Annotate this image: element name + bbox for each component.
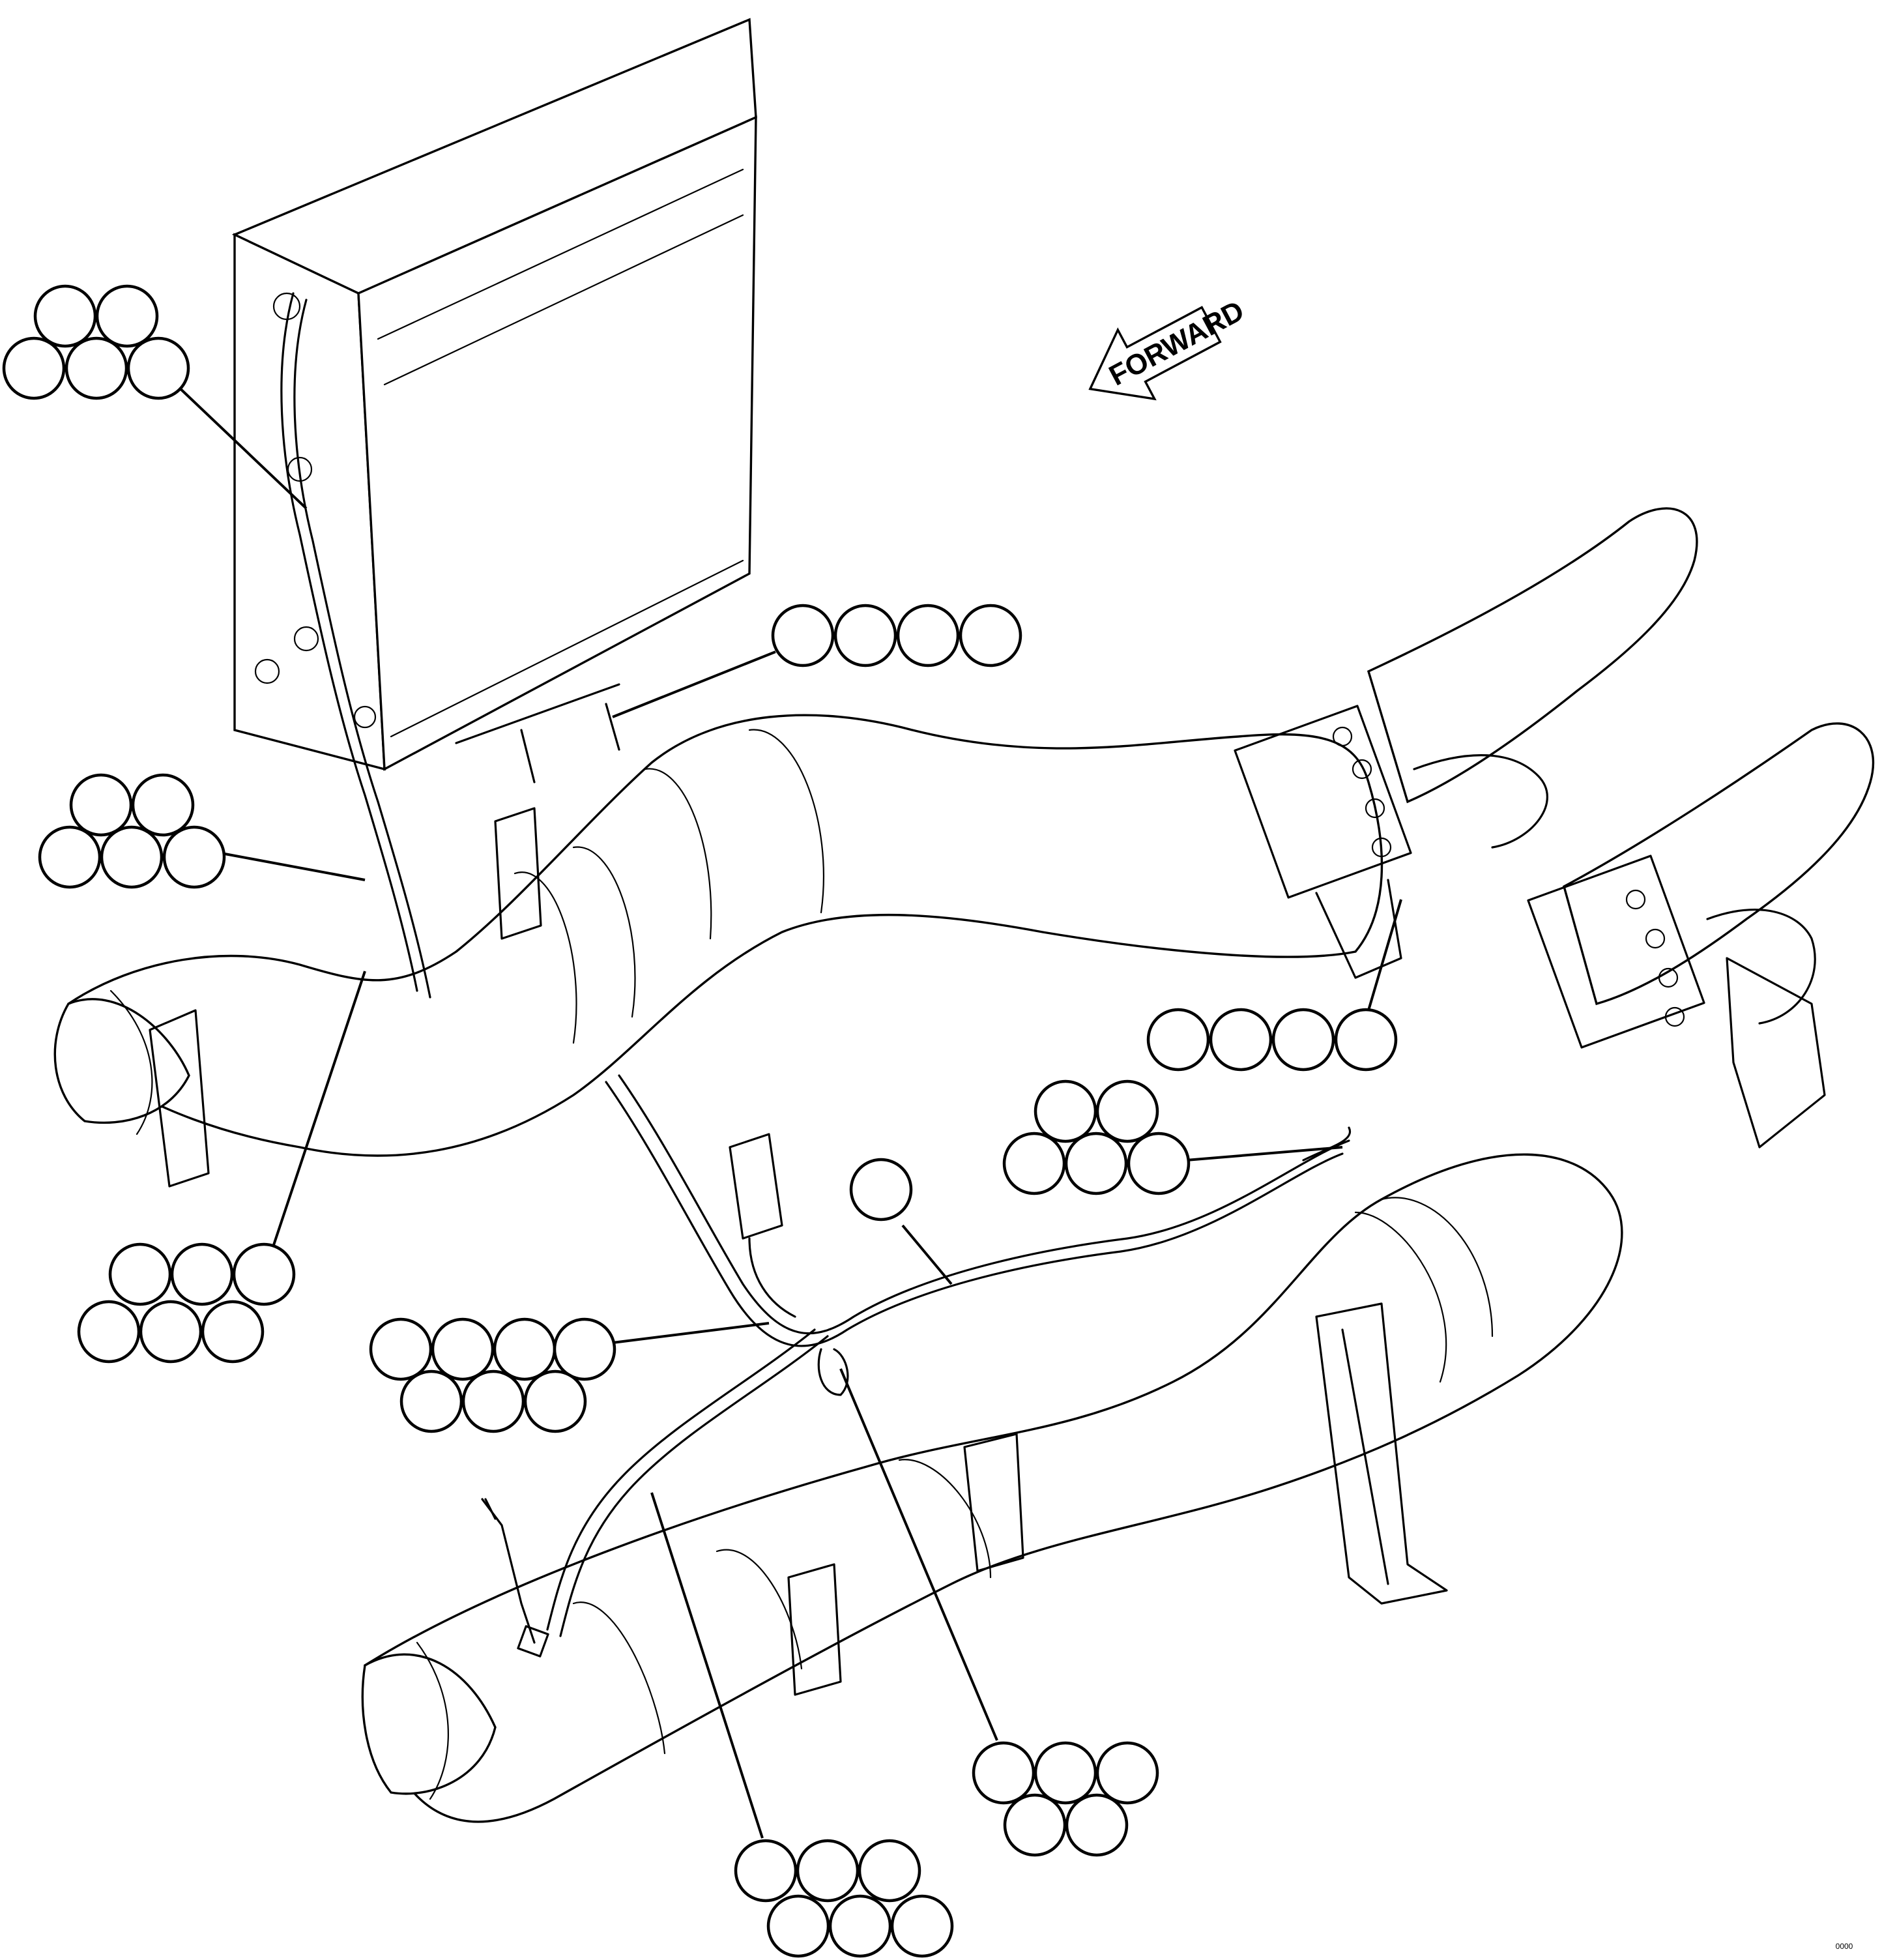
callout-group-4 bbox=[1146, 1008, 1398, 1072]
callout-balloon bbox=[431, 1317, 495, 1381]
callout-balloon bbox=[1146, 1008, 1210, 1072]
callout-balloon bbox=[734, 1839, 798, 1903]
callout-balloon bbox=[766, 1894, 830, 1958]
figure-code: 0000 bbox=[1836, 1942, 1853, 1951]
callout-balloon bbox=[890, 1894, 954, 1958]
callout-balloon bbox=[77, 1300, 141, 1364]
callout-balloon bbox=[399, 1369, 463, 1433]
callout-balloon bbox=[833, 604, 897, 667]
callout-balloon bbox=[1065, 1793, 1129, 1857]
callout-balloon bbox=[170, 1242, 234, 1306]
callout-balloon bbox=[2, 336, 66, 400]
callout-balloon bbox=[523, 1369, 587, 1433]
callout-balloon bbox=[896, 604, 960, 667]
callout-balloon bbox=[100, 825, 164, 889]
nox-sensor-assemblies bbox=[1234, 507, 1875, 1148]
callout-group-9 bbox=[972, 1741, 1159, 1857]
callout-balloon bbox=[1064, 1132, 1128, 1195]
callout-balloon bbox=[1034, 1741, 1097, 1805]
forward-arrow: FORWARD bbox=[1088, 295, 1249, 401]
callout-balloon bbox=[849, 1158, 913, 1221]
callout-balloon bbox=[139, 1300, 203, 1364]
callout-group-6 bbox=[849, 1158, 913, 1221]
exhaust-pipe-lower bbox=[361, 1153, 1623, 1823]
callout-balloon bbox=[796, 1839, 860, 1903]
callout-group-8 bbox=[369, 1317, 616, 1433]
wiring-harness bbox=[546, 1074, 1352, 1637]
callout-balloon bbox=[1334, 1008, 1398, 1072]
callout-balloon bbox=[65, 336, 128, 400]
exhaust-pipe-upper bbox=[53, 714, 1383, 1157]
callout-group-7 bbox=[77, 1242, 296, 1364]
callout-group-2 bbox=[771, 604, 1022, 667]
callout-balloon bbox=[461, 1369, 525, 1433]
callout-balloon bbox=[1095, 1079, 1159, 1143]
temperature-sensor bbox=[481, 1498, 549, 1658]
callout-balloon bbox=[162, 825, 226, 889]
callout-balloon bbox=[1002, 1132, 1066, 1195]
callout-balloon bbox=[131, 773, 195, 837]
callout-balloon bbox=[858, 1839, 921, 1903]
callout-balloon bbox=[771, 604, 835, 667]
forward-arrow-shape bbox=[1088, 306, 1222, 401]
callout-balloon bbox=[33, 284, 97, 348]
callout-balloon bbox=[1034, 1079, 1097, 1143]
callout-balloon bbox=[126, 336, 190, 400]
callout-balloon bbox=[369, 1317, 433, 1381]
callout-balloon bbox=[1127, 1132, 1191, 1195]
callout-balloon bbox=[201, 1300, 265, 1364]
callout-balloon bbox=[828, 1894, 892, 1958]
aftertreatment-box bbox=[231, 18, 757, 999]
leader-lines bbox=[175, 383, 1402, 1839]
callout-balloon bbox=[38, 825, 102, 889]
mounting-brackets bbox=[149, 807, 1448, 1696]
callout-group-1 bbox=[2, 284, 190, 400]
callout-group-3 bbox=[38, 773, 226, 889]
callout-balloon bbox=[95, 284, 159, 348]
callout-group-5 bbox=[1002, 1079, 1191, 1195]
callout-balloon bbox=[959, 604, 1022, 667]
callout-balloon bbox=[69, 773, 133, 837]
callout-balloon bbox=[1209, 1008, 1273, 1072]
callout-balloon bbox=[493, 1317, 557, 1381]
callout-group-10 bbox=[734, 1839, 954, 1958]
callout-balloon bbox=[553, 1317, 616, 1381]
callout-balloon bbox=[1271, 1008, 1335, 1072]
callout-balloon bbox=[1095, 1741, 1159, 1805]
callout-balloon bbox=[1003, 1793, 1067, 1857]
callout-balloon bbox=[972, 1741, 1035, 1805]
callout-balloon bbox=[232, 1242, 296, 1306]
callout-balloon bbox=[108, 1242, 172, 1306]
